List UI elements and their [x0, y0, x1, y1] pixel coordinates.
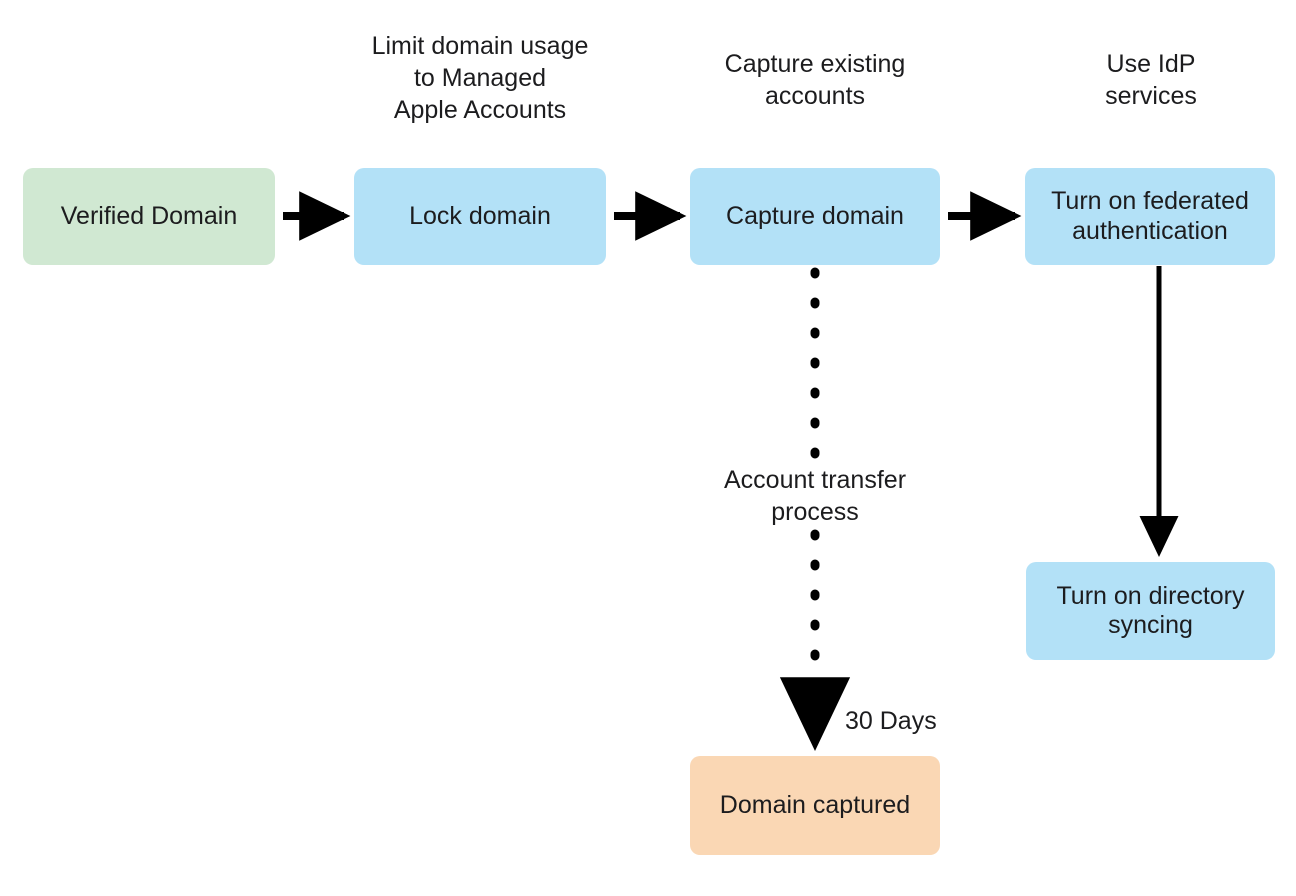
node-domain-captured[interactable]: Domain captured — [690, 756, 940, 855]
node-lock-domain[interactable]: Lock domain — [354, 168, 606, 265]
node-verified-domain[interactable]: Verified Domain — [23, 168, 275, 265]
edge-label-thirty-days: 30 Days — [845, 707, 937, 735]
node-capture-domain[interactable]: Capture domain — [690, 168, 940, 265]
